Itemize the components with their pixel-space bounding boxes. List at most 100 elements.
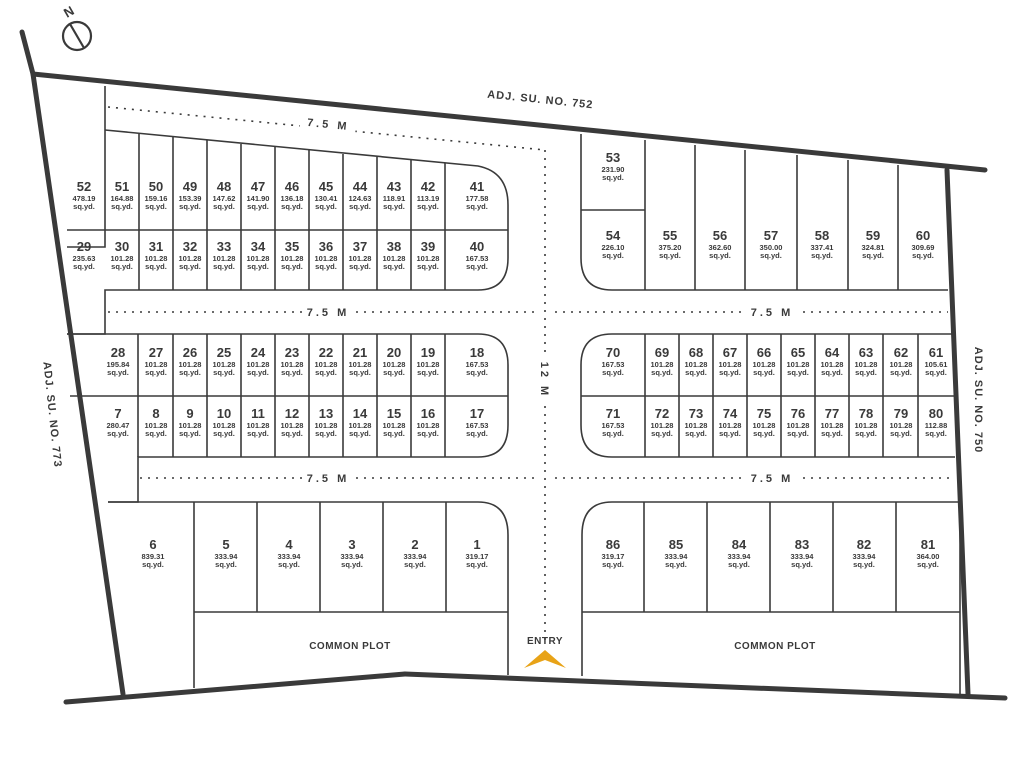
plot-unit: sq.yd. bbox=[466, 262, 488, 271]
road-label-mid-left: 7.5 M bbox=[307, 307, 350, 319]
plot-unit: sq.yd. bbox=[651, 368, 673, 377]
plot-area: 375.20 bbox=[659, 243, 682, 252]
plot-area: 118.91 bbox=[383, 194, 406, 203]
plot-unit: sq.yd. bbox=[602, 251, 624, 260]
plot-unit: sq.yd. bbox=[665, 560, 687, 569]
plot-unit: sq.yd. bbox=[213, 202, 235, 211]
plot-area: 839.31 bbox=[142, 552, 165, 561]
plot-unit: sq.yd. bbox=[404, 560, 426, 569]
plot-number: 44 bbox=[353, 179, 368, 194]
plot-number: 7 bbox=[114, 406, 121, 421]
plot-area: 350.00 bbox=[760, 243, 783, 252]
plot-number: 5 bbox=[222, 537, 229, 552]
